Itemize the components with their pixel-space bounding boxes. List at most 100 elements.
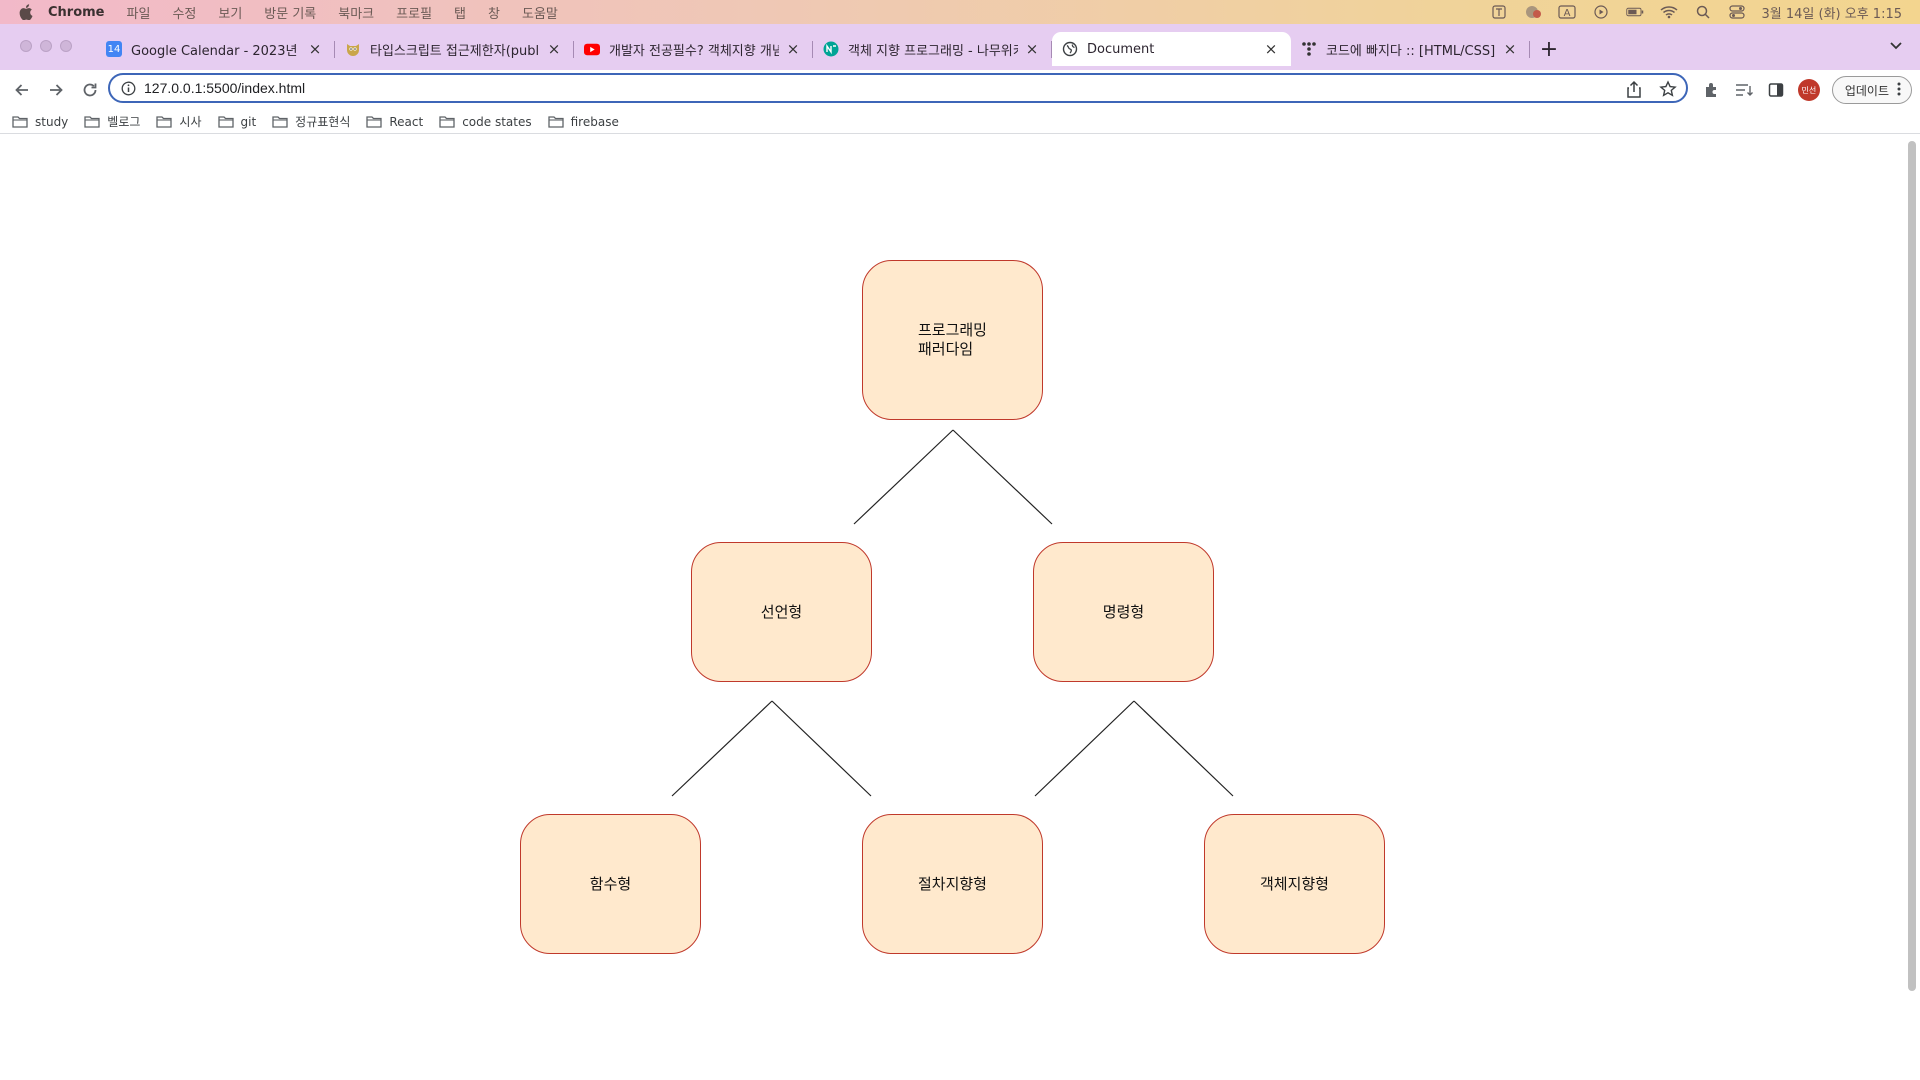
tab-google-calendar[interactable]: 14 Google Calendar - 2023년 3월 ×: [96, 32, 335, 66]
node-imperative: 명령형: [1033, 542, 1214, 682]
update-label: 업데이트: [1844, 83, 1889, 98]
node-label: 선언형: [760, 602, 803, 621]
bookmark-folder-code-states[interactable]: code states: [439, 115, 532, 129]
url-text[interactable]: 127.0.0.1:5500/index.html: [144, 80, 306, 96]
share-icon[interactable]: [1624, 79, 1644, 99]
keyboard-a-icon[interactable]: A: [1557, 5, 1576, 19]
menu-file[interactable]: 파일: [126, 6, 151, 22]
menu-history[interactable]: 방문 기록: [264, 6, 317, 22]
close-icon[interactable]: ×: [1264, 40, 1278, 58]
update-button[interactable]: 업데이트: [1831, 76, 1912, 104]
play-circle-icon[interactable]: [1592, 5, 1610, 19]
bookmark-star-icon[interactable]: [1658, 79, 1678, 99]
menu-profile[interactable]: 프로필: [396, 6, 433, 22]
folder-icon: [547, 115, 564, 128]
menu-tab[interactable]: 탭: [454, 6, 467, 22]
tab-title: 개발자 전공필수? 객체지향 개념정리: [609, 43, 779, 59]
bookmark-folder-firebase[interactable]: firebase: [547, 115, 619, 129]
connector-line: [1034, 700, 1135, 797]
apple-icon[interactable]: [18, 4, 34, 20]
menu-edit[interactable]: 수정: [172, 6, 197, 22]
connector-line: [1133, 700, 1234, 797]
menubar-status-area: A 3월 14일 (화) 오후 1:15: [1490, 0, 1902, 24]
node-label: 객체지향형: [1259, 874, 1329, 893]
tree-connector-lines: [671, 429, 1234, 797]
bookmark-folder-news[interactable]: 시사: [156, 113, 202, 130]
profile-avatar[interactable]: 민선: [1797, 79, 1820, 101]
forward-button[interactable]: [42, 76, 70, 104]
tab-youtube-oop[interactable]: 개발자 전공필수? 객체지향 개념정리 ×: [574, 32, 813, 66]
cloud-sync-icon[interactable]: [1524, 5, 1542, 19]
site-info-icon[interactable]: [120, 80, 136, 96]
more-menu-icon[interactable]: [1897, 82, 1901, 99]
svg-text:A: A: [1563, 8, 1570, 19]
menu-window[interactable]: 창: [488, 6, 500, 22]
menu-help[interactable]: 도움말: [521, 6, 558, 22]
node-label: 명령형: [1102, 602, 1145, 621]
folder-icon: [156, 115, 173, 128]
menubar-clock[interactable]: 3월 14일 (화) 오후 1:15: [1761, 6, 1902, 22]
close-icon[interactable]: ×: [547, 40, 561, 58]
close-icon[interactable]: ×: [786, 40, 800, 58]
window-controls: [20, 40, 72, 52]
tistory-icon: [1301, 41, 1317, 57]
wifi-icon[interactable]: [1660, 5, 1678, 19]
new-tab-button[interactable]: +: [1539, 36, 1559, 62]
folder-icon: [217, 115, 234, 128]
zoom-window-button[interactable]: [60, 40, 72, 52]
browser-toolbar: 127.0.0.1:5500/index.html 민선 업데이트: [0, 70, 1920, 110]
close-icon[interactable]: ×: [308, 40, 322, 58]
tab-tistory-css[interactable]: 코드에 빠지다 :: [HTML/CSS] CSS ×: [1291, 32, 1530, 66]
tab-namuwiki-oop[interactable]: 객체 지향 프로그래밍 - 나무위키 ×: [813, 32, 1052, 66]
bookmark-folder-velog[interactable]: 벨로그: [84, 113, 140, 130]
folder-icon: [366, 115, 383, 128]
bookmark-folder-regex[interactable]: 정규표현식: [272, 113, 350, 130]
bookmark-folder-git[interactable]: git: [217, 115, 256, 129]
menu-app-chrome[interactable]: Chrome: [48, 4, 105, 20]
node-functional: 함수형: [520, 814, 701, 954]
page-content: 프로그래밍 패러다임 선언형 명령형 함수형 절차지향형 객체지향형: [0, 135, 1920, 1080]
close-icon[interactable]: ×: [1503, 40, 1517, 58]
tab-typescript-access[interactable]: 타입스크립트 접근제한자(public, pr ×: [335, 32, 574, 66]
spotlight-search-icon[interactable]: [1694, 5, 1712, 19]
tab-title: 코드에 빠지다 :: [HTML/CSS] CSS: [1326, 43, 1496, 59]
connector-line: [671, 700, 773, 797]
minimize-window-button[interactable]: [40, 40, 52, 52]
tab-search-chevron-icon[interactable]: [1888, 38, 1904, 54]
node-label: 함수형: [589, 874, 632, 893]
address-bar[interactable]: 127.0.0.1:5500/index.html: [108, 73, 1688, 103]
folder-icon: [272, 115, 288, 128]
calendar-icon: 14: [106, 41, 122, 57]
folder-icon: [439, 115, 455, 128]
macos-menubar: Chrome 파일 수정 보기 방문 기록 북마크 프로필 탭 창 도움말 A: [0, 0, 1920, 24]
tab-title: 객체 지향 프로그래밍 - 나무위키: [848, 43, 1018, 59]
folder-icon: [84, 115, 100, 128]
reload-button[interactable]: [76, 76, 104, 104]
owl-icon: [345, 41, 361, 57]
menu-bookmarks[interactable]: 북마크: [338, 6, 375, 22]
node-declarative: 선언형: [691, 542, 872, 682]
node-programming-paradigm: 프로그래밍 패러다임: [862, 260, 1043, 420]
tab-title: Document: [1087, 41, 1155, 57]
side-panel-icon[interactable]: [1766, 80, 1786, 100]
menu-view[interactable]: 보기: [218, 6, 243, 22]
back-button[interactable]: [8, 76, 36, 104]
close-icon[interactable]: ×: [1025, 40, 1039, 58]
close-window-button[interactable]: [20, 40, 32, 52]
node-label: 프로그래밍 패러다임: [917, 321, 987, 358]
input-source-icon[interactable]: [1490, 5, 1508, 19]
bookmark-folder-study[interactable]: study: [12, 115, 68, 129]
connector-line: [853, 429, 954, 525]
globe-icon: [1062, 41, 1078, 57]
control-center-icon[interactable]: [1728, 5, 1746, 19]
tab-strip: 14 Google Calendar - 2023년 3월 × 타입스크립트 접…: [0, 24, 1920, 70]
reading-list-icon[interactable]: [1734, 80, 1754, 100]
bookmarks-bar: study 벨로그 시사 git 정규표현식 React code states…: [0, 110, 1920, 134]
battery-icon[interactable]: [1625, 5, 1644, 19]
node-procedural: 절차지향형: [862, 814, 1043, 954]
bookmark-folder-react[interactable]: React: [366, 115, 423, 129]
extensions-puzzle-icon[interactable]: [1702, 80, 1722, 100]
tab-document-active[interactable]: Document ×: [1052, 32, 1291, 66]
vertical-scrollbar[interactable]: [1908, 141, 1916, 991]
connector-line: [771, 700, 872, 797]
